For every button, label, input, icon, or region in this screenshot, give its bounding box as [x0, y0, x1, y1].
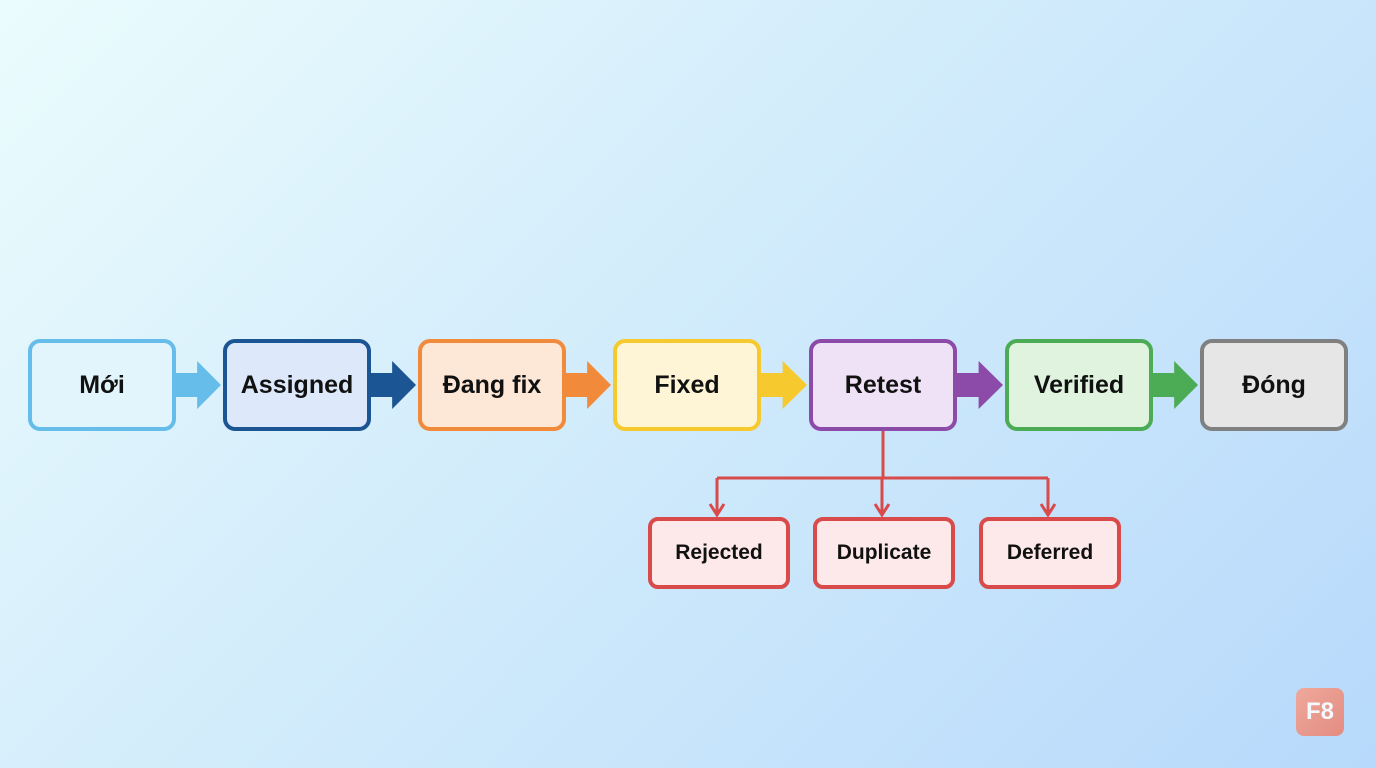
arrow-assigned-to-dang-fix — [371, 361, 416, 409]
retest-branch-connector — [708, 431, 1057, 518]
arrow-moi-to-assigned — [176, 361, 221, 409]
branch-arrowhead-rejected — [708, 503, 726, 518]
state-fixed: Fixed — [613, 339, 761, 431]
state-retest: Retest — [809, 339, 957, 431]
state-dang-fix: Đang fix — [418, 339, 566, 431]
outcome-rejected: Rejected — [648, 517, 790, 589]
state-assigned: Assigned — [223, 339, 371, 431]
branch-arrowhead-duplicate — [873, 503, 891, 518]
arrow-dang-fix-to-fixed — [566, 361, 611, 409]
state-dong: Đóng — [1200, 339, 1348, 431]
branch-arrowhead-deferred — [1039, 503, 1057, 518]
arrow-fixed-to-retest — [761, 361, 807, 409]
arrow-retest-to-verified — [957, 361, 1003, 409]
state-moi: Mới — [28, 339, 176, 431]
outcome-deferred: Deferred — [979, 517, 1121, 589]
f8-logo: F8 — [1296, 688, 1344, 736]
arrow-verified-to-dong — [1153, 361, 1198, 409]
outcome-duplicate: Duplicate — [813, 517, 955, 589]
state-verified: Verified — [1005, 339, 1153, 431]
